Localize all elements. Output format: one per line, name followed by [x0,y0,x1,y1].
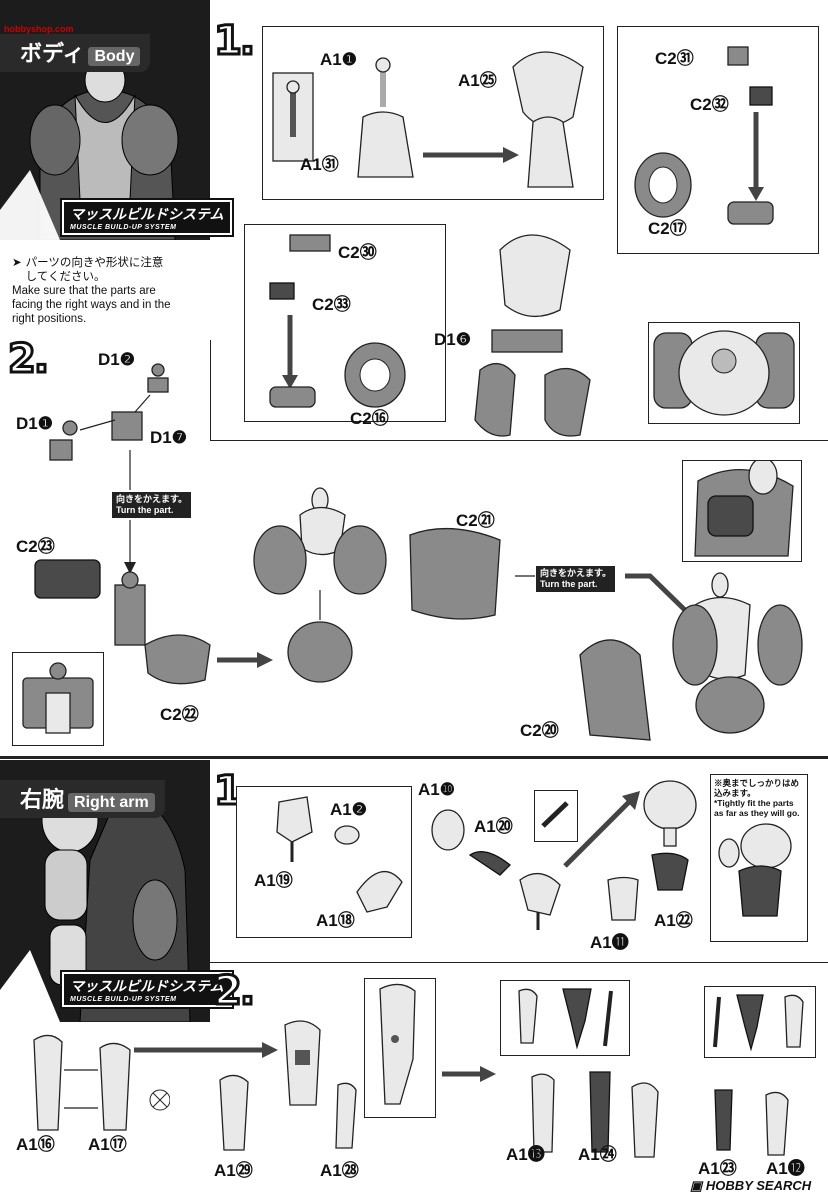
label-d1-2: D1❷ [98,350,135,369]
label-a1-23: A1㉓ [698,1159,737,1178]
label-a1-16: A1⑯ [16,1135,55,1154]
body-step-1: 1. [212,17,256,66]
step1-detail-box-right [617,26,819,254]
note-en: Make sure that the parts are facing the … [12,285,171,325]
turn-note-left-jp: 向きをかえます。 [116,494,188,504]
system-logo-jp: マッスルビルドシステム [70,206,224,222]
torso-assembly-mid [253,487,387,683]
label-a1-11: A1⓫ [590,933,629,952]
arrow-to-torso [217,652,273,668]
label-d1-6: D1❻ [434,330,471,349]
label-c2-17: C2⑰ [648,219,687,238]
turn-note-right-jp: 向きをかえます。 [540,568,612,578]
label-a1-24: A1㉔ [578,1145,617,1164]
d1-assembly-parts [49,363,169,461]
label-c2-31: C2㉛ [655,49,694,68]
hobby-search-icon: ▣ [690,1178,703,1193]
label-a1-28: A1㉘ [320,1161,359,1180]
body-title-en: Body [88,47,141,66]
turn-down-arrow [124,450,136,574]
turn-note-right: 向きをかえます。 Turn the part. [536,566,616,592]
turn-note-right-en: Turn the part. [540,579,598,589]
arm-system-logo-en: MUSCLE BUILD-UP SYSTEM [70,996,177,1003]
arm-step1-parts-right [607,780,697,921]
label-a1-2: A1❷ [330,800,367,819]
label-c2-21: C2㉑ [456,511,495,530]
a1-20-detail [534,790,578,842]
arm-step2-arrow-1 [134,1042,278,1058]
step1-result-view [648,322,800,424]
body-step1-assembly [474,234,591,437]
arm-step-2: 2. [212,967,256,1016]
arm-step2-mid-parts [219,1020,357,1151]
muscle-system-logo: マッスルビルドシステム MUSCLE BUILD-UP SYSTEM [62,200,232,235]
parts-direction-note: ➤ パーツの向きや形状に注意してください。 Make sure that the… [12,256,172,326]
forearm-detail-box-right [704,986,816,1058]
label-c2-20: C2⑳ [520,721,559,740]
step1-detail-box-left [262,26,604,200]
fit-note-jp: ※奥までしっかりはめ込みます。 [714,778,800,798]
muscle-system-logo-arm: マッスルビルドシステム MUSCLE BUILD-UP SYSTEM [62,972,232,1007]
turn-note-left-en: Turn the part. [116,505,174,515]
step2-divider-top [210,340,211,440]
label-a1-31: A1㉛ [300,155,339,174]
step2-divider-h [210,440,828,441]
arm-step2-upper-parts [33,1034,170,1131]
arm-title-jp: 右腕 [20,787,65,812]
label-c2-33: C2㉝ [312,295,351,314]
body-step-2: 2. [6,335,50,384]
note-jp: パーツの向きや形状に注意してください。 [25,257,164,283]
label-a1-13: A1⓭ [506,1145,545,1164]
label-a1-19: A1⑲ [254,871,293,890]
watermark: hobbyshop.com [4,24,74,34]
system-logo-en: MUSCLE BUILD-UP SYSTEM [70,224,177,231]
turn-note-left: 向きをかえます。 Turn the part. [112,492,192,518]
label-d1-1: D1❶ [16,414,53,433]
arm-step1-detail-box [236,786,412,938]
forearm-assembly-right [714,1089,789,1156]
c2-23-assembly [34,559,211,685]
label-a1-12: A1⓬ [766,1159,805,1178]
label-a1-22: A1㉒ [654,911,693,930]
label-c2-32: C2㉜ [690,95,729,114]
label-a1-1: A1❶ [320,50,357,69]
c2-23-detail-box [12,652,104,746]
c2-21-part [409,527,501,620]
forearm-assembly-left [531,1071,659,1158]
footer-brand: ▣ HOBBY SEARCH [690,1178,811,1194]
forearm-detail-box-left [500,980,630,1056]
label-a1-10: A1❿ [418,780,455,799]
arm-step2-arrow-2 [442,1066,496,1082]
arm-system-logo-jp: マッスルビルドシステム [70,978,224,994]
label-c2-16: C2⑯ [350,409,389,428]
label-a1-25: A1㉕ [458,71,497,90]
note-arrow-icon: ➤ [12,257,22,269]
arm-step1-assembly [431,809,561,930]
label-a1-18: A1⑱ [316,911,355,930]
section-divider [0,756,828,759]
footer-brand-text: HOBBY SEARCH [705,1178,812,1193]
label-c2-23: C2㉓ [16,537,55,556]
label-c2-30: C2㉚ [338,243,377,262]
tight-fit-note-box: ※奥までしっかりはめ込みます。 *Tightly fit the parts a… [710,774,808,942]
label-d1-7: D1❼ [150,428,187,447]
label-a1-29: A1㉙ [214,1161,253,1180]
label-c2-22: C2㉒ [160,705,199,724]
label-a1-20: A1⑳ [474,817,513,836]
arm-step2-detail-box [364,978,436,1118]
body-title-jp: ボディ [20,41,85,66]
arm-title-en: Right arm [68,793,155,812]
arm-step1-arrow [563,791,640,868]
fit-note-en: *Tightly fit the parts as far as they wi… [714,798,800,818]
arm-step-divider [210,962,828,963]
fit-note-illustration [718,823,792,917]
back-view-detail [682,457,802,562]
label-a1-17: A1⑰ [88,1135,127,1154]
step1-detail-box-lower [244,224,446,422]
final-torso-assembly [579,572,803,741]
